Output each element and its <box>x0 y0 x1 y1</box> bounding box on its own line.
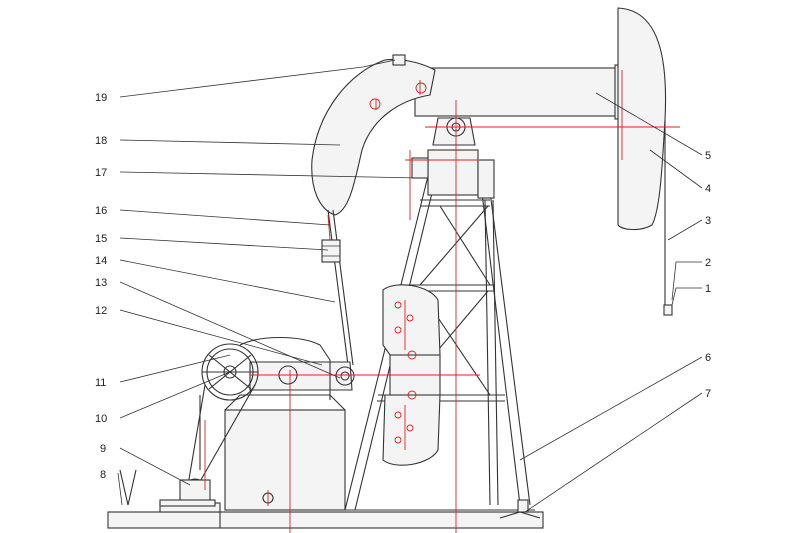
pitman-rod <box>321 209 354 366</box>
label-19: 19 <box>95 92 107 104</box>
label-10: 10 <box>95 413 107 425</box>
label-7: 7 <box>705 388 711 400</box>
label-5: 5 <box>705 150 711 162</box>
leader-lines <box>117 59 703 513</box>
wellhead <box>499 499 541 519</box>
gearbox-stand <box>224 394 346 511</box>
label-15: 15 <box>95 233 107 245</box>
label-1: 1 <box>705 283 711 295</box>
counterweights <box>382 284 441 466</box>
belts <box>187 384 256 486</box>
equalizer-curved-plate <box>311 54 436 216</box>
label-3: 3 <box>705 215 711 227</box>
samson-post <box>344 159 535 511</box>
part-numbers: 19 18 17 16 15 14 13 12 11 10 9 8 5 4 3 … <box>95 92 711 481</box>
walking-beam <box>414 64 628 120</box>
label-16: 16 <box>95 205 107 217</box>
label-13: 13 <box>95 277 107 289</box>
crank-arm <box>249 361 355 391</box>
hanger-cable <box>663 120 673 316</box>
label-17: 17 <box>95 167 107 179</box>
bolt-holes <box>369 82 427 444</box>
saddle-bearing <box>411 117 495 199</box>
label-2: 2 <box>705 257 711 269</box>
label-8: 8 <box>100 469 106 481</box>
label-9: 9 <box>100 443 106 455</box>
label-11: 11 <box>95 377 106 389</box>
horsehead <box>617 7 667 231</box>
centerlines <box>204 70 680 533</box>
label-12: 12 <box>95 305 107 317</box>
label-14: 14 <box>95 255 107 267</box>
label-6: 6 <box>705 352 711 364</box>
gearbox-guard <box>239 336 331 400</box>
label-18: 18 <box>95 135 107 147</box>
motor <box>119 469 216 507</box>
label-4: 4 <box>705 183 711 195</box>
